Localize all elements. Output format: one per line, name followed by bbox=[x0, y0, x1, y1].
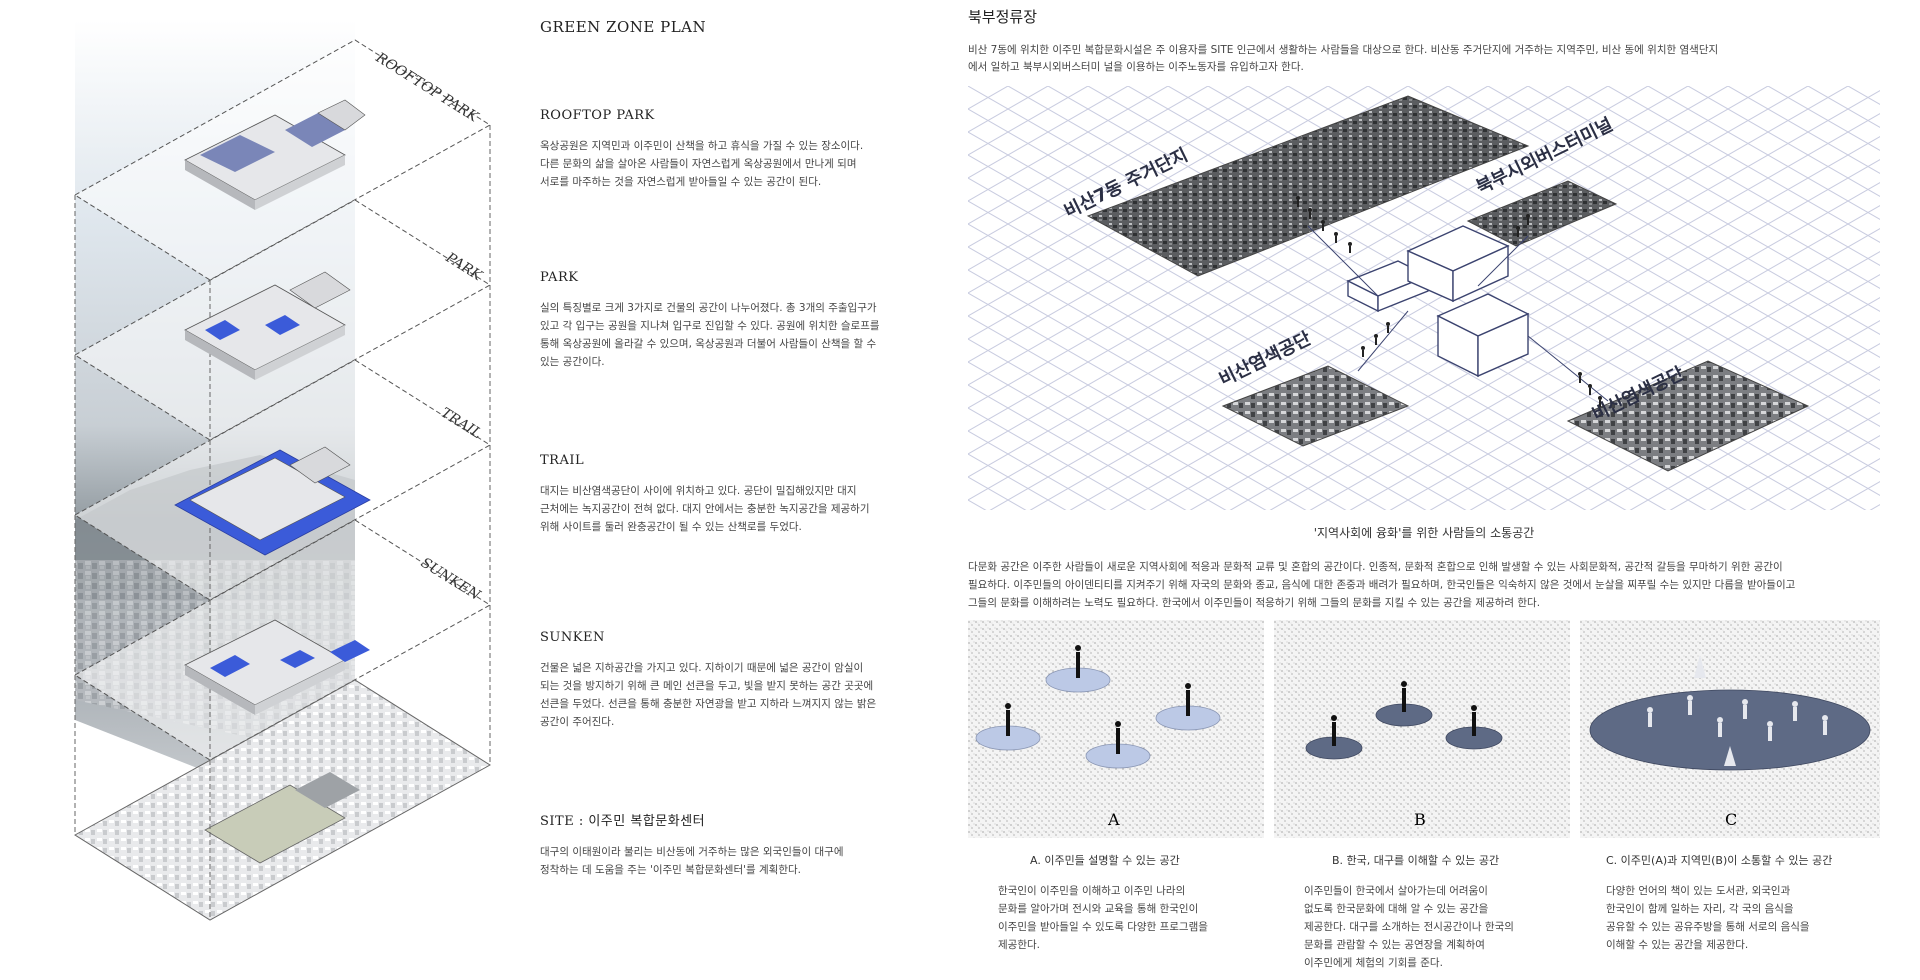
body-line: 서로를 마주하는 것을 자연스럽게 받아들일 수 있는 공간이 된다. bbox=[540, 176, 822, 188]
panel-body-b: 이주민들이 한국에서 살아가는데 어려움이 없도록 한국문화에 대해 알 수 있… bbox=[1304, 882, 1574, 972]
section-title: PARK bbox=[540, 270, 579, 285]
multicultural-paragraph: 다문화 공간은 이주한 사람들이 새로운 지역사회에 적응과 문화적 교류 및 … bbox=[968, 558, 1908, 612]
panel-line: 이해할 수 있는 공간을 제공한다. bbox=[1606, 939, 1749, 951]
residential-complex-patch bbox=[1086, 95, 1530, 277]
panel-line: 제공한다. 대구를 소개하는 전시공간이나 한국의 bbox=[1304, 921, 1514, 933]
intro-line: 에서 일하고 북부시외버스터미 널을 이용하는 이주노동자를 유입하고자 한다. bbox=[968, 61, 1304, 73]
panel-c: C bbox=[1580, 620, 1880, 838]
section-title: ROOFTOP PARK bbox=[540, 108, 655, 123]
body-line: 근처에는 녹지공간이 전혀 없다. 대지 안에서는 충분한 녹지공간을 제공하기 bbox=[540, 503, 870, 515]
section-park: PARK 실의 특징별로 크게 3가지로 건물의 공간이 나누어졌다. 총 3개… bbox=[540, 270, 940, 371]
body-line: 대지는 비산염색공단이 사이에 위치하고 있다. 공단이 밀집해있지만 대지 bbox=[540, 485, 857, 497]
body-line: 건물은 넓은 지하공간을 가지고 있다. 지하이기 때문에 넓은 공간이 암실이 bbox=[540, 662, 864, 674]
panel-line: 이주민을 받아들일 수 있도록 다양한 프로그램을 bbox=[998, 921, 1208, 933]
page-title: GREEN ZONE PLAN bbox=[540, 18, 707, 36]
isometric-location-map: 비산7동 주거단지 북부시외버스터미널 비산염색공단 비산염색공단 bbox=[968, 86, 1880, 510]
intro-paragraph: 비산 7동에 위치한 이주민 복합문화시설은 주 이용자를 SITE 인근에서 … bbox=[968, 42, 1908, 76]
map-caption: '지역사회에 융화'를 위한 사람들의 소통공간 bbox=[1313, 526, 1535, 540]
panel-letter-b: B bbox=[1414, 810, 1426, 829]
panel-line: 다양한 언어의 책이 있는 도서관, 외국인과 bbox=[1606, 885, 1791, 897]
para-line: 그들의 문화를 이해하려는 노력도 필요하다. 한국에서 이주민들이 적응하기 … bbox=[968, 597, 1541, 609]
section-sunken: SUNKEN 건물은 넓은 지하공간을 가지고 있다. 지하이기 때문에 넓은 … bbox=[540, 630, 940, 731]
building-rooftop-park bbox=[184, 99, 366, 210]
right-title: 북부정류장 bbox=[968, 8, 1038, 26]
panel-line: 한국인이 이주민을 이해하고 이주민 나라의 bbox=[998, 885, 1186, 897]
section-body: 대지는 비산염색공단이 사이에 위치하고 있다. 공단이 밀집해있지만 대지 근… bbox=[540, 482, 940, 536]
exploded-axonometric-stack: ROOFTOP PARK PARK TRAIL SUNKEN bbox=[74, 20, 491, 921]
building-trail bbox=[174, 446, 371, 556]
section-body: 대구의 이태원이라 불리는 비산동에 거주하는 많은 외국인들이 대구에 정착하… bbox=[540, 843, 940, 879]
panel-line: 문화를 알아가며 전시와 교육을 통해 한국인이 bbox=[998, 903, 1199, 915]
section-rooftop-park: ROOFTOP PARK 옥상공원은 지역민과 이주민이 산책을 하고 휴식을 … bbox=[540, 108, 940, 191]
link-dye-east bbox=[1527, 335, 1609, 402]
panel-line: 이주민에게 체험의 기회를 준다. bbox=[1304, 957, 1443, 969]
section-title: SITE : 이주민 복합문화센터 bbox=[540, 814, 706, 829]
para-line: 다문화 공간은 이주한 사람들이 새로운 지역사회에 적응과 문화적 교류 및 … bbox=[968, 561, 1783, 573]
link-dye-west bbox=[1357, 310, 1409, 372]
body-line: 통해 옥상공원에 올라갈 수 있으며, 옥상공원과 더불어 사람들이 산책을 할… bbox=[540, 338, 877, 350]
panel-label-a: A. 이주민들 설명할 수 있는 공간 bbox=[1030, 854, 1180, 867]
panel-body-c: 다양한 언어의 책이 있는 도서관, 외국인과 한국인이 함께 일하는 자리, … bbox=[1606, 882, 1896, 954]
panel-a-description: A. 이주민들 설명할 수 있는 공간 한국인이 이주민을 이해하고 이주민 나… bbox=[998, 852, 1268, 954]
walking-people bbox=[1296, 196, 1602, 407]
panel-letter-a: A bbox=[1107, 810, 1120, 829]
panel-b-description: B. 한국, 대구를 이해할 수 있는 공간 이주민들이 한국에서 살아가는데 … bbox=[1304, 852, 1574, 972]
body-line: 선큰을 두었다. 선큰을 통해 충분한 자연광을 받고 지하라 느껴지지 않는 … bbox=[540, 698, 877, 710]
link-terminal bbox=[1477, 235, 1529, 287]
panel-b: B bbox=[1274, 620, 1570, 838]
section-title: SUNKEN bbox=[540, 630, 605, 645]
link-residential bbox=[1307, 225, 1379, 297]
body-line: 다른 문화의 삶을 살아온 사람들이 자연스럽게 옥상공원에서 만나게 되며 bbox=[540, 158, 857, 170]
building-park bbox=[184, 271, 351, 380]
platform-c bbox=[1589, 689, 1871, 771]
section-site: SITE : 이주민 복합문화센터 대구의 이태원이라 불리는 비산동에 거주하… bbox=[540, 810, 940, 879]
bus-terminal-patch bbox=[1466, 180, 1618, 247]
section-body: 옥상공원은 지역민과 이주민이 산책을 하고 휴식을 가질 수 있는 장소이다.… bbox=[540, 137, 940, 191]
panel-line: 문화를 관람할 수 있는 공연장을 계획하여 bbox=[1304, 939, 1485, 951]
intro-line: 비산 7동에 위치한 이주민 복합문화시설은 주 이용자를 SITE 인근에서 … bbox=[968, 44, 1719, 56]
panel-line: 없도록 한국문화에 대해 알 수 있는 공간을 bbox=[1304, 903, 1489, 915]
body-line: 실의 특징별로 크게 3가지로 건물의 공간이 나누어졌다. 총 3개의 주출입… bbox=[540, 302, 877, 314]
body-line: 대구의 이태원이라 불리는 비산동에 거주하는 많은 외국인들이 대구에 bbox=[540, 846, 844, 858]
building-sunken bbox=[184, 619, 370, 715]
green-zone-text-column: GREEN ZONE PLAN ROOFTOP PARK 옥상공원은 지역민과 … bbox=[540, 0, 940, 980]
panel-a: A bbox=[968, 620, 1264, 838]
panel-line: 한국인이 함께 일하는 자리, 각 국의 음식을 bbox=[1606, 903, 1794, 915]
section-title: TRAIL bbox=[540, 453, 585, 468]
panel-letter-c: C bbox=[1725, 810, 1737, 829]
body-line: 위해 사이트를 둘러 완충공간이 될 수 있는 산책로를 두었다. bbox=[540, 521, 802, 533]
body-line: 되는 것을 방지하기 위해 큰 메인 선큰을 두고, 빛을 받지 못하는 공간 … bbox=[540, 680, 874, 692]
panel-line: 이주민들이 한국에서 살아가는데 어려움이 bbox=[1304, 885, 1488, 897]
dye-complex-east-patch bbox=[1566, 360, 1810, 472]
panel-label-c: C. 이주민(A)과 지역민(B)이 소통할 수 있는 공간 bbox=[1606, 854, 1833, 867]
para-line: 필요하다. 이주민들의 아이덴티티를 지켜주기 위해 자국의 문화와 종교, 음… bbox=[968, 579, 1796, 591]
panel-body-a: 한국인이 이주민을 이해하고 이주민 나라의 문화를 알아가며 전시와 교육을 … bbox=[998, 882, 1268, 954]
site-building-block bbox=[295, 772, 360, 808]
body-line: 있는 공간이다. bbox=[540, 356, 605, 368]
body-line: 공간이 주어진다. bbox=[540, 716, 615, 728]
panel-label-b: B. 한국, 대구를 이해할 수 있는 공간 bbox=[1332, 854, 1500, 867]
body-line: 옥상공원은 지역민과 이주민이 산책을 하고 휴식을 가질 수 있는 장소이다. bbox=[540, 140, 864, 152]
section-body: 실의 특징별로 크게 3가지로 건물의 공간이 나누어졌다. 총 3개의 주출입… bbox=[540, 299, 940, 371]
concept-panels: A B C bbox=[968, 620, 1880, 838]
body-line: 정착하는 데 도움을 주는 '이주민 복합문화센터'를 계획한다. bbox=[540, 864, 801, 876]
panel-line: 제공한다. bbox=[998, 939, 1040, 951]
panel-line: 공유할 수 있는 공유주방을 통해 서로의 음식을 bbox=[1606, 921, 1810, 933]
site-building-footprint bbox=[204, 784, 346, 864]
section-trail: TRAIL 대지는 비산염색공단이 사이에 위치하고 있다. 공단이 밀집해있지… bbox=[540, 453, 940, 536]
body-line: 있고 각 입구는 공원을 지나쳐 입구로 진입할 수 있다. 공원에 위치한 슬… bbox=[540, 320, 880, 332]
section-body: 건물은 넓은 지하공간을 가지고 있다. 지하이기 때문에 넓은 공간이 암실이… bbox=[540, 659, 940, 731]
dye-complex-west-patch bbox=[1221, 365, 1410, 447]
panel-c-description: C. 이주민(A)과 지역민(B)이 소통할 수 있는 공간 다양한 언어의 책… bbox=[1606, 852, 1896, 954]
central-building-mass bbox=[1346, 225, 1530, 378]
